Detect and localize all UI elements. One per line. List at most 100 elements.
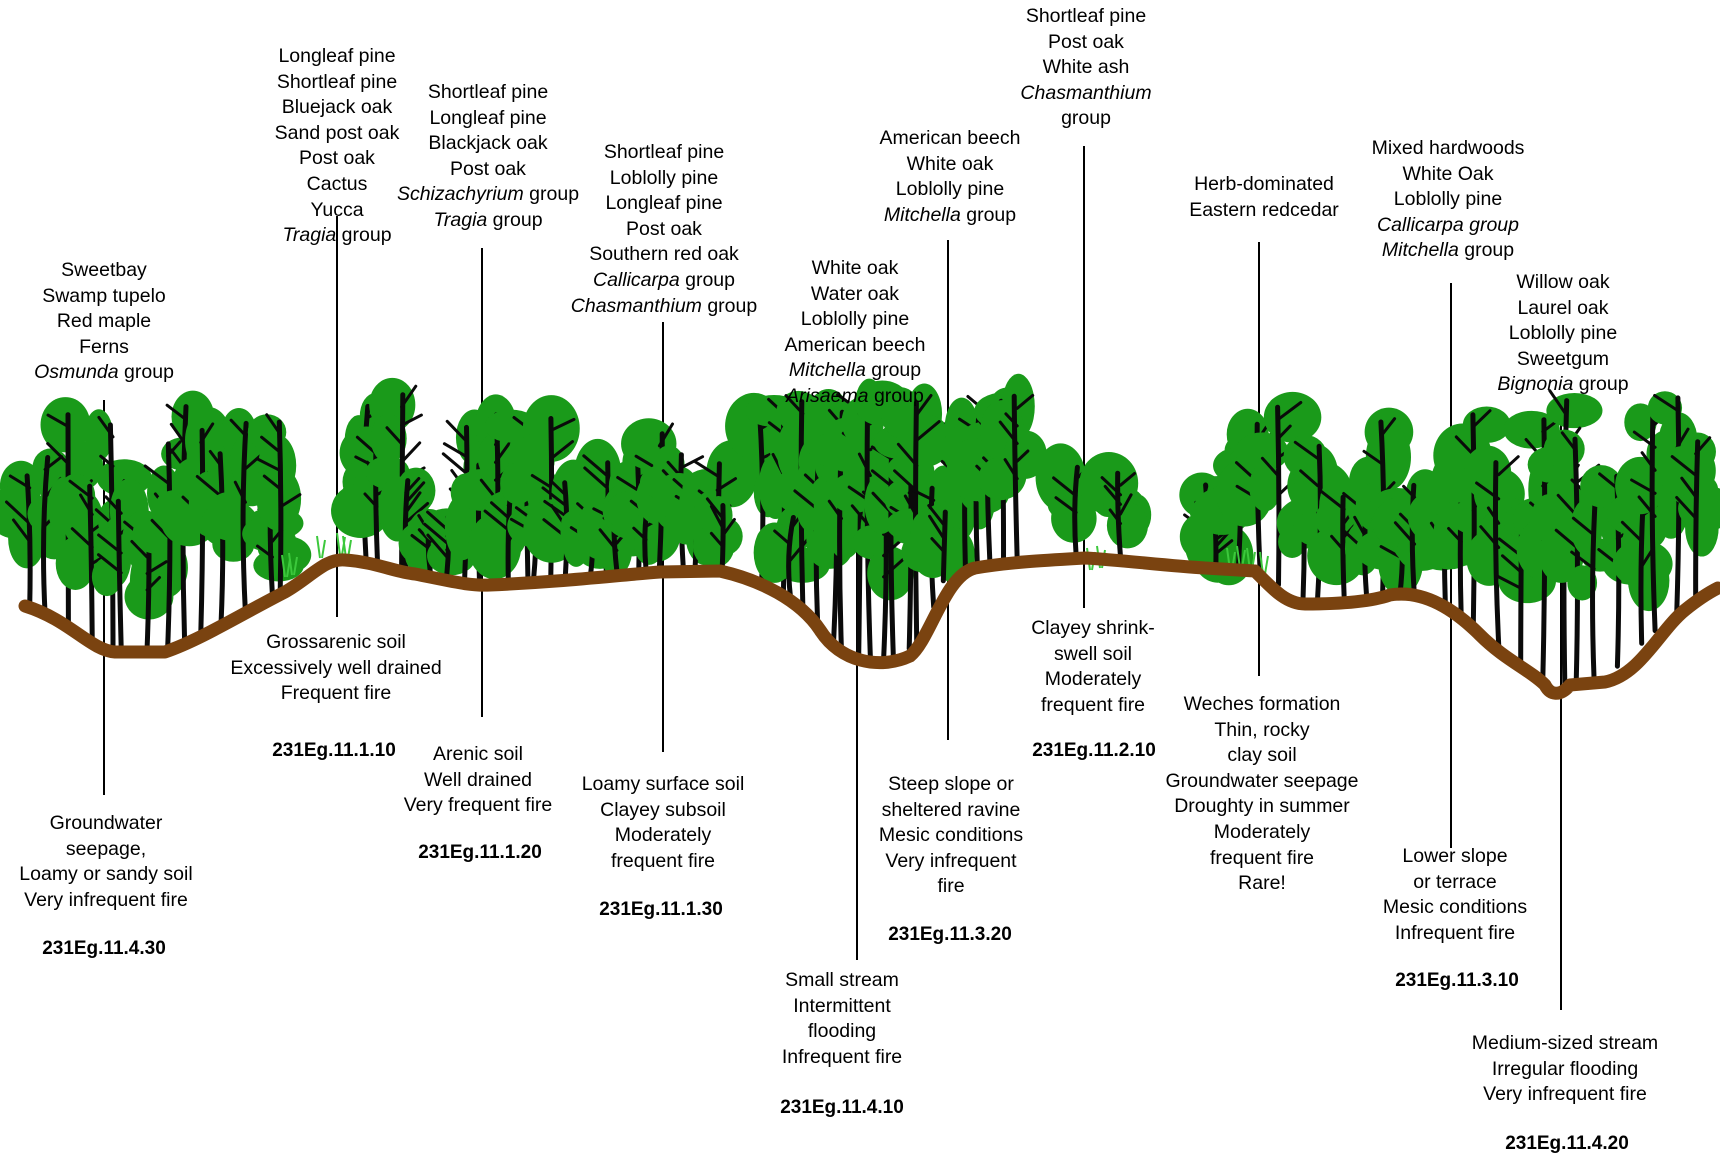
tree [978, 373, 1047, 563]
label-text: Ferns [79, 335, 129, 358]
label-text: Rare! [1238, 872, 1286, 895]
label-line: Loamy or sandy soil [0, 862, 306, 888]
label-line: Swamp tupelo [0, 284, 304, 310]
label-italic: Chasmanthium [1020, 81, 1152, 104]
label-line: Clayey subsoil [463, 798, 863, 824]
label-italic: Mitchella [883, 203, 961, 226]
label-text: Post oak [299, 147, 375, 170]
label-line: White oak [750, 152, 1150, 178]
label-text: Very infrequent fire [24, 888, 188, 911]
label-italic: Schizachyrium [396, 183, 524, 206]
label-line: fire [751, 874, 1151, 900]
label-text: Groundwater [49, 812, 163, 834]
label-text: Red maple [56, 310, 152, 333]
label-line: Longleaf pine [137, 44, 537, 70]
label-line: Groundwater [0, 811, 306, 837]
label-italic: Mitchella [788, 359, 866, 382]
label-text: Shortleaf pine [1025, 5, 1147, 27]
label-line: Schizachyrium group [288, 182, 688, 208]
label-line: Medium-sized stream [1365, 1031, 1720, 1057]
grass-tuft [288, 552, 298, 576]
label-italic: Chasmanthium [570, 294, 702, 317]
label-text: flooding [807, 1020, 877, 1043]
label-line: Moderately [1062, 820, 1462, 846]
label-text: swell soil [1053, 642, 1133, 665]
label-line: Clayey shrink- [893, 616, 1293, 642]
label-text: frequent fire [1040, 693, 1146, 716]
tree [247, 413, 302, 595]
label-text: Infrequent fire [1394, 921, 1516, 944]
label-line: Moderately [463, 823, 863, 849]
label-line: Post oak [886, 30, 1286, 56]
code-231Eg-11-2-10: 231Eg.11.2.10 [1032, 740, 1156, 761]
label-text: Sweetbay [61, 259, 147, 281]
label-text: fire [937, 875, 965, 898]
label-line: frequent fire [1062, 846, 1462, 872]
label-text: Swamp tupelo [42, 284, 166, 307]
label-text: Herb-dominated [1194, 173, 1334, 195]
label-line: Moderately [893, 667, 1293, 693]
label-text: Cactus [306, 172, 368, 195]
label-line: Infrequent fire [642, 1045, 1042, 1071]
label-text: Loamy or sandy soil [19, 863, 193, 886]
label-text: group [523, 183, 580, 206]
label-text: Willow oak [1516, 271, 1610, 293]
label-italic: Callicarpa [593, 268, 680, 291]
label-line: Mesic conditions [751, 823, 1151, 849]
label-text: Sand post oak [274, 121, 400, 144]
label-line: Callicarpa group [464, 268, 864, 294]
label-text: group [679, 268, 735, 291]
label-text: Longleaf pine [429, 106, 547, 129]
label-text: White Oak [1402, 162, 1494, 185]
label-text: Lower slope [1402, 845, 1508, 867]
label-text: Bluejack oak [281, 96, 393, 119]
label-line: Post oak [137, 146, 537, 172]
label-line: Loblolly pine [655, 307, 1055, 333]
code-231Eg-11-4-20: 231Eg.11.4.20 [1505, 1133, 1629, 1154]
tree [1079, 452, 1152, 560]
label-line: Mesic conditions [1255, 895, 1655, 921]
label-text: Mixed hardwoods [1371, 137, 1525, 159]
label-text: group [1458, 239, 1515, 262]
label-text: Very infrequent [885, 849, 1017, 872]
label-text: Shortleaf pine [276, 70, 398, 93]
label-text: Loblolly pine [1393, 188, 1503, 211]
code-231Eg-11-1-30: 231Eg.11.1.30 [599, 899, 723, 920]
tree [691, 492, 743, 572]
label-line: Loblolly pine [1248, 187, 1648, 213]
label-line: Yucca [137, 198, 537, 224]
label-line: Rare! [1062, 871, 1462, 897]
label-line: Loblolly pine [1363, 321, 1720, 347]
label-text: Southern red oak [589, 243, 739, 266]
label-text: Medium-sized stream [1471, 1032, 1659, 1054]
label-text: Groundwater seepage [1165, 769, 1359, 792]
label-text: White oak [811, 257, 899, 279]
label-text: Loblolly pine [1508, 322, 1618, 345]
label-line: Steep slope or [751, 772, 1151, 798]
label-line: Lower slope [1255, 844, 1655, 870]
label-line: Willow oak [1363, 270, 1720, 296]
label-line: Shortleaf pine [288, 80, 688, 106]
label-line: Chasmanthium group [464, 294, 864, 320]
label-line: Intermittent [642, 994, 1042, 1020]
label-line: Shortleaf pine [464, 140, 864, 166]
label-italic: Bignonia [1497, 373, 1574, 396]
tree [1656, 432, 1720, 604]
label-line: Callicarpa group [1248, 213, 1648, 239]
label-line: Mixed hardwoods [1248, 136, 1648, 162]
tree [1035, 443, 1098, 558]
label-line: Eastern redcedar [1064, 198, 1464, 224]
label-text: Droughty in summer [1174, 795, 1350, 818]
label-text: Post oak [1048, 30, 1124, 53]
label-line: Cactus [137, 172, 537, 198]
label-text: group [868, 384, 924, 407]
label-line: Mitchella group [750, 203, 1150, 229]
